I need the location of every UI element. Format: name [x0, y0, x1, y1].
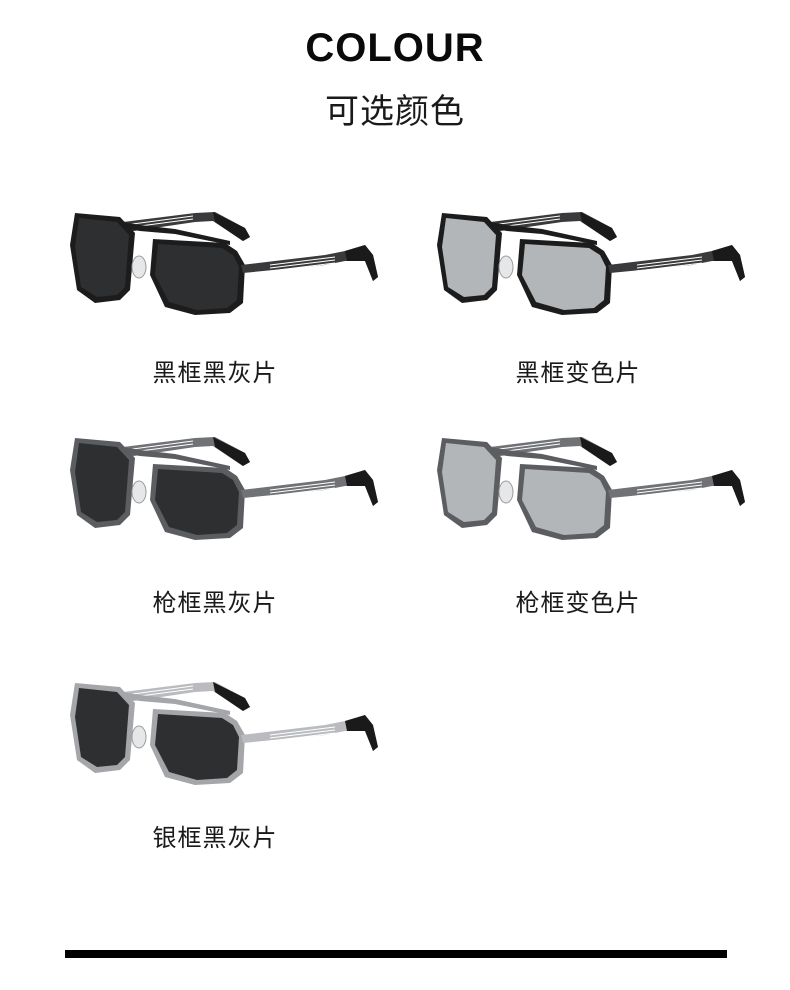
- sunglasses-image: [70, 437, 378, 540]
- product-label: 银框黑灰片: [152, 824, 278, 852]
- product-label: 黑框变色片: [515, 359, 641, 387]
- product-label: 黑框黑灰片: [152, 359, 278, 387]
- bottom-divider-bar: [65, 950, 727, 958]
- sunglasses-image: [70, 682, 378, 785]
- sunglasses-image: [70, 212, 378, 315]
- title-chinese: 可选颜色: [325, 92, 465, 132]
- product-silver-frame-grey-lens[interactable]: [45, 665, 385, 785]
- title-english: COLOUR: [305, 26, 485, 70]
- sunglasses-image: [437, 437, 745, 540]
- product-black-frame-grey-lens[interactable]: [45, 195, 385, 315]
- sunglasses-image: [437, 212, 745, 315]
- product-gunmetal-frame-photochromic-lens[interactable]: [412, 420, 752, 540]
- product-black-frame-photochromic-lens[interactable]: [412, 195, 752, 315]
- product-label: 枪框黑灰片: [152, 589, 278, 617]
- product-label: 枪框变色片: [515, 589, 641, 617]
- product-gunmetal-frame-grey-lens[interactable]: [45, 420, 385, 540]
